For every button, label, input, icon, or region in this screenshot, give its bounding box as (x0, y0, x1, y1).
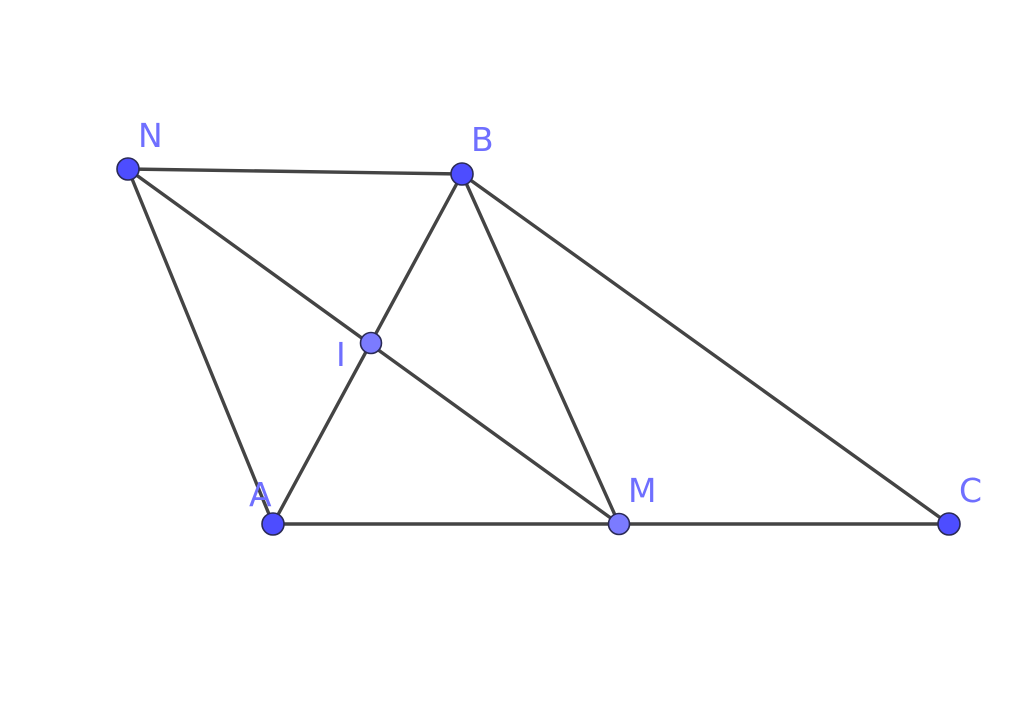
point-label-i: I (336, 335, 346, 374)
labels-layer: N B I A M C (138, 116, 982, 514)
point-n (116, 157, 140, 181)
segment-na (126, 167, 275, 526)
point-i (359, 331, 383, 355)
segments-layer (126, 167, 951, 526)
point-c (937, 512, 961, 536)
point-b (450, 162, 474, 186)
point-a (261, 512, 285, 536)
segment-nb (126, 167, 464, 176)
point-m (607, 512, 631, 536)
point-label-a: A (249, 475, 272, 514)
point-label-n: N (138, 116, 163, 155)
point-label-c: C (959, 471, 982, 510)
points-layer (116, 157, 961, 536)
point-label-b: B (471, 120, 494, 159)
point-label-m: M (628, 471, 656, 510)
segment-bc (460, 172, 951, 526)
segment-bm (460, 172, 621, 526)
